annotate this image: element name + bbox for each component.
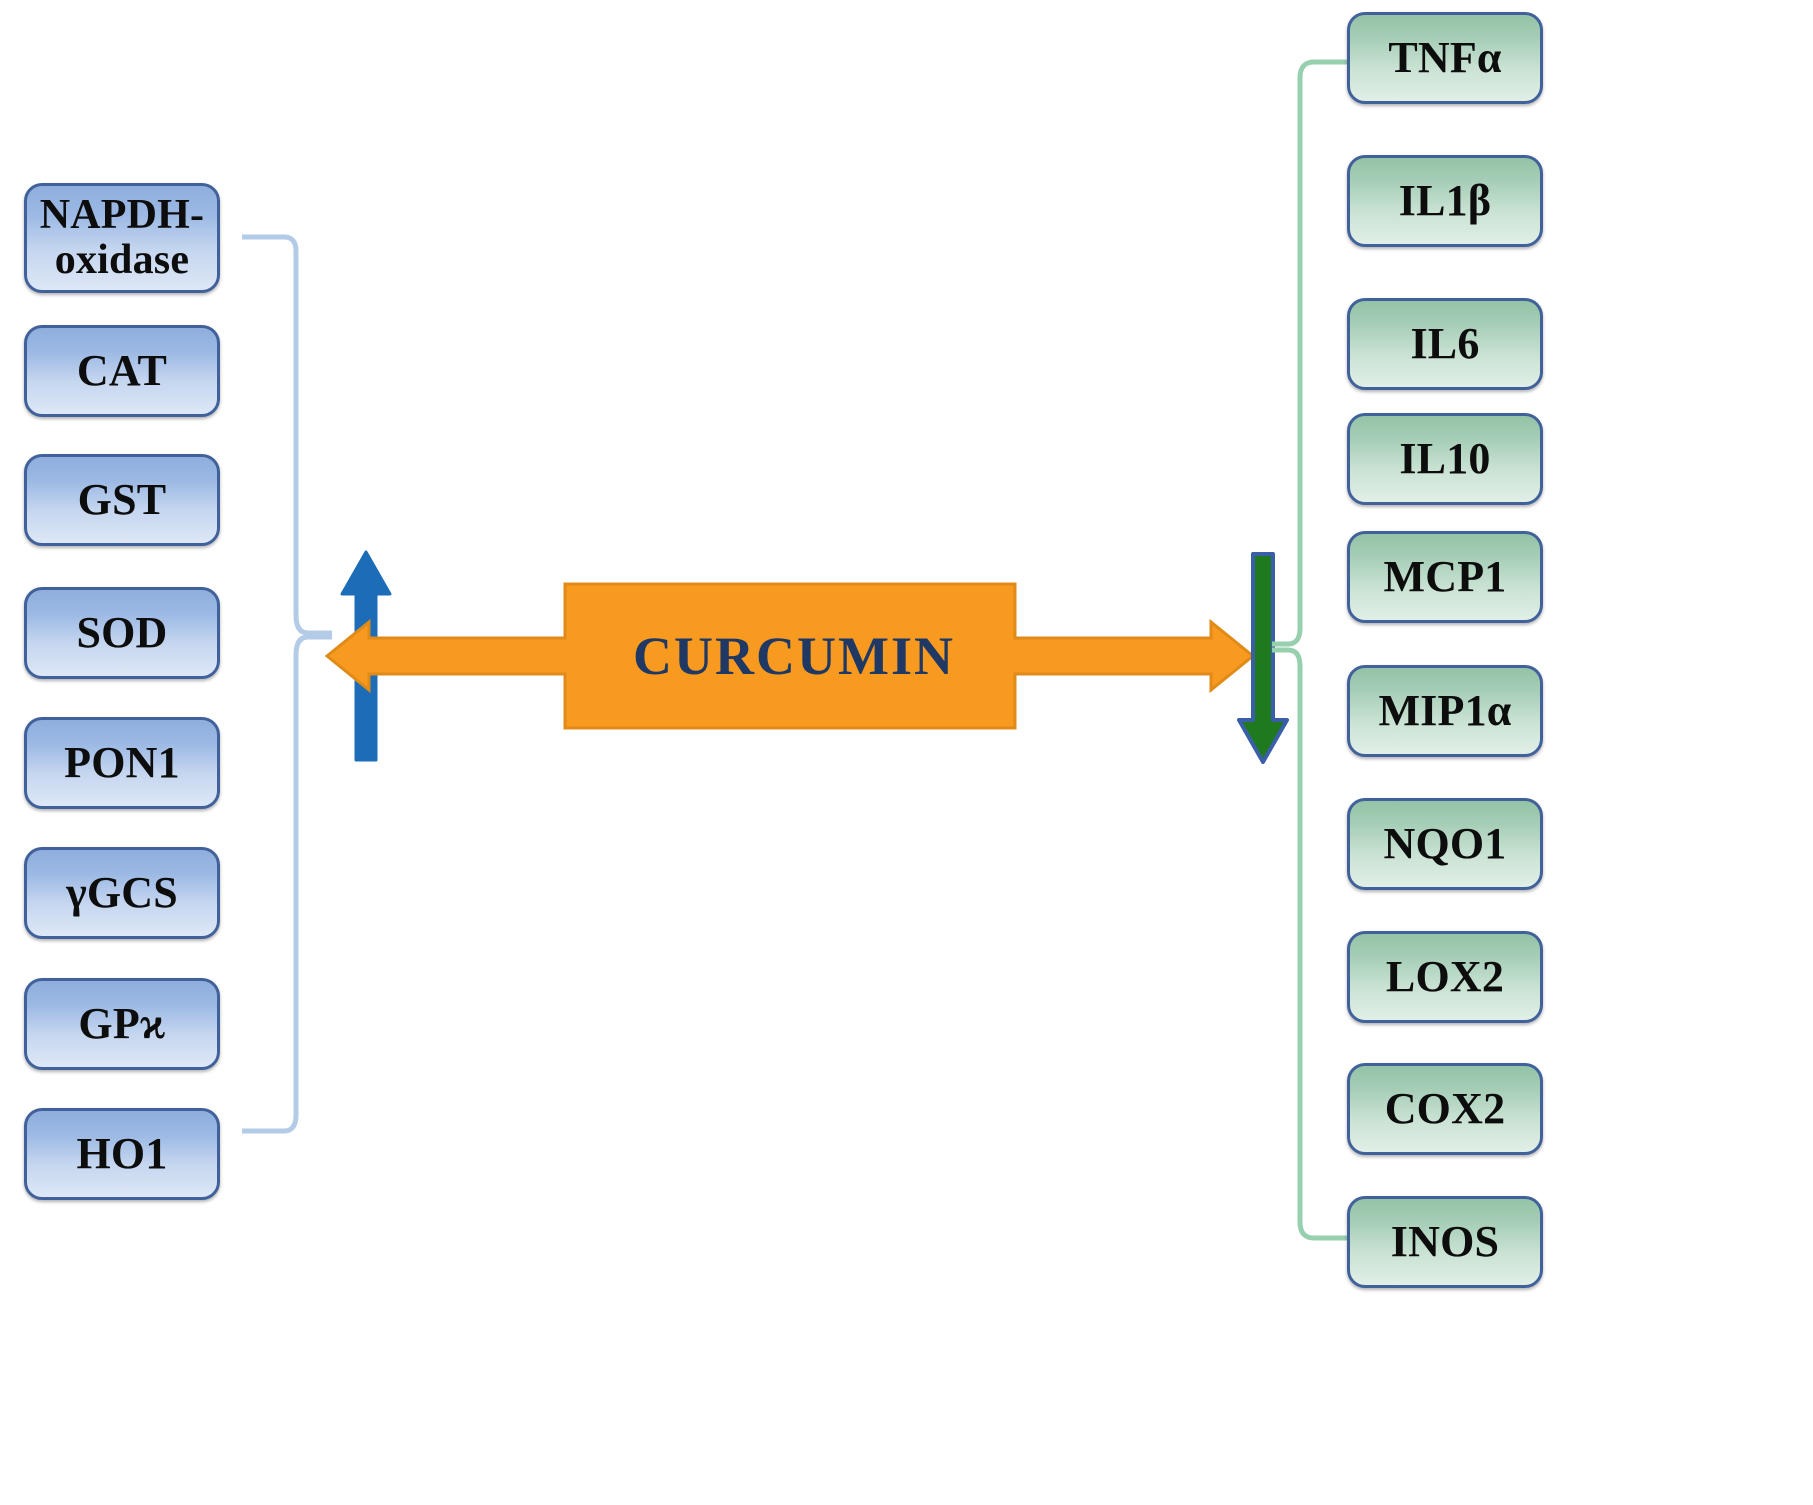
left-node-label: γGCS: [66, 867, 178, 917]
left-node-label: PON1: [64, 737, 180, 787]
right-node-label: IL1β: [1398, 175, 1492, 225]
left-node-ggcs: γGCS: [24, 847, 220, 939]
right-node-tnfa: TNFα: [1347, 12, 1543, 104]
left-node-label: GST: [77, 474, 167, 524]
right-node-label: TNFα: [1388, 32, 1502, 82]
right-node-il1b: IL1β: [1347, 155, 1543, 247]
right-node-mcp1: MCP1: [1347, 531, 1543, 623]
right-node-label: LOX2: [1385, 951, 1505, 1001]
right-node-il6: IL6: [1347, 298, 1543, 390]
curcumin-title: CURCUMIN: [633, 626, 955, 686]
right-node-inos: INOS: [1347, 1196, 1543, 1288]
right-node-label: IL10: [1399, 433, 1491, 483]
left-node-ho1: HO1: [24, 1108, 220, 1200]
right-node-label: NQO1: [1383, 818, 1507, 868]
right-node-label: MCP1: [1383, 551, 1507, 601]
left-node-sod: SOD: [24, 587, 220, 679]
left-node-label: HO1: [76, 1128, 168, 1178]
left-node-gpx: GPϰ: [24, 978, 220, 1070]
left-node-pon1: PON1: [24, 717, 220, 809]
left-node-label: SOD: [76, 607, 168, 657]
curcumin-double-arrow: CURCUMIN: [325, 582, 1255, 730]
left-node-napdh-oxidase: NAPDH-oxidase: [24, 183, 220, 293]
right-node-cox2: COX2: [1347, 1063, 1543, 1155]
left-node-label: CAT: [76, 345, 168, 395]
right-node-mip1a: MIP1α: [1347, 665, 1543, 757]
left-node-gst: GST: [24, 454, 220, 546]
right-node-label: INOS: [1390, 1216, 1500, 1266]
right-node-lox2: LOX2: [1347, 931, 1543, 1023]
right-node-label: MIP1α: [1378, 685, 1512, 735]
left-node-cat: CAT: [24, 325, 220, 417]
left-node-label: NAPDH-oxidase: [39, 192, 205, 283]
right-node-il10: IL10: [1347, 413, 1543, 505]
right-node-nqo1: NQO1: [1347, 798, 1543, 890]
right-node-label: COX2: [1384, 1083, 1506, 1133]
left-node-label: GPϰ: [78, 998, 166, 1048]
right-node-label: IL6: [1410, 318, 1480, 368]
